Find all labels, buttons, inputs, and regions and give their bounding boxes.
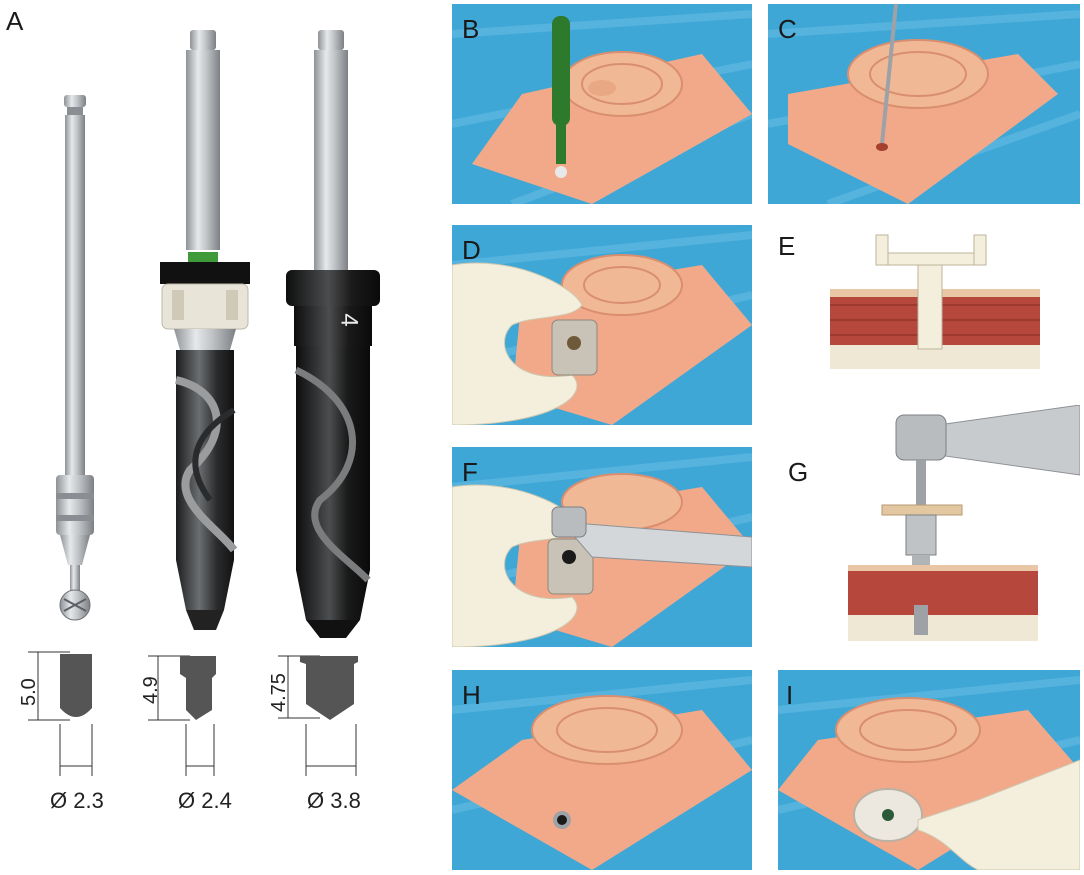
length-label-1: 5.0 [18, 678, 40, 706]
drill-engraving: 4 [335, 313, 363, 327]
implant-insertion-g [848, 405, 1080, 641]
panel-label-g: G [788, 457, 809, 487]
panel-label-c: C [778, 14, 797, 44]
drape-scene-h [452, 670, 752, 870]
panel-label-b: B [462, 14, 480, 44]
tip-profile-2 [148, 655, 216, 776]
length-label-3: 4.75 [268, 673, 290, 712]
panel-label-f: F [462, 457, 478, 487]
diameter-label-3: Ø 3.8 [307, 788, 361, 813]
panel-c: C [768, 4, 1080, 204]
panel-label-h: H [462, 680, 481, 710]
tip-profile-3 [278, 655, 358, 776]
tip-profile-1 [28, 651, 93, 776]
panel-i: I [778, 670, 1080, 870]
spiral-drill-collar [160, 30, 250, 630]
panel-b: B [452, 4, 752, 204]
drape-scene-i [778, 670, 1080, 870]
diameter-label-1: Ø 2.3 [50, 788, 104, 813]
drape-scene-c [768, 4, 1080, 204]
panel-label-i: I [786, 680, 794, 710]
panel-label-a: A [6, 6, 24, 36]
panel-g: G [768, 405, 1080, 650]
panel-d: D [452, 225, 752, 425]
bone-cross-section-e [830, 234, 1040, 369]
panel-f: F [452, 447, 752, 647]
drape-scene-d [452, 225, 752, 425]
black-step-drill [286, 30, 380, 638]
drape-scene-f [452, 447, 752, 647]
round-burr-drill [56, 95, 94, 621]
panel-e: E [768, 225, 1080, 385]
panel-label-e: E [778, 231, 796, 261]
panel-label-d: D [462, 235, 481, 265]
diameter-label-2: Ø 2.4 [178, 788, 232, 813]
panel-h: H [452, 670, 752, 870]
drape-scene-b [452, 4, 752, 204]
length-label-2: 4.9 [140, 676, 162, 704]
